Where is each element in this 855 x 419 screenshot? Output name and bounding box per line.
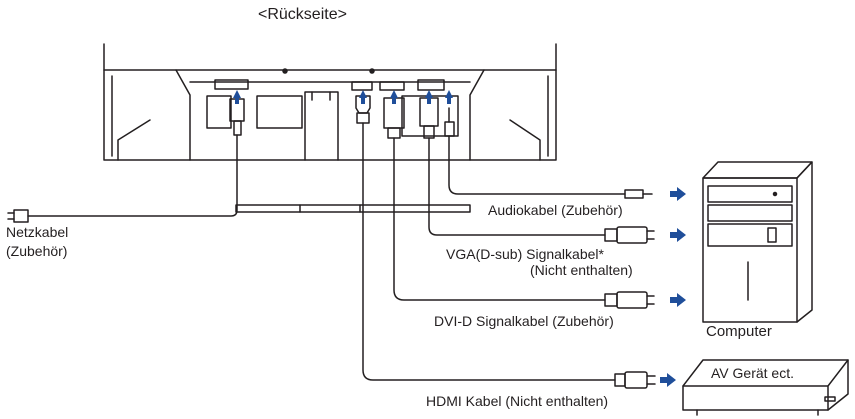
computer-label: Computer — [706, 323, 772, 340]
power-cable — [7, 98, 245, 223]
power-cable-note: (Zubehör) — [6, 243, 68, 259]
dvi-cable-label: DVI-D Signalkabel (Zubehör) — [434, 313, 614, 329]
monitor-back — [103, 43, 557, 213]
computer-tower — [702, 161, 813, 323]
vga-cable-note: (Nicht enthalten) — [530, 262, 633, 278]
av-device-label: AV Gerät ect. — [711, 365, 794, 381]
blue-arrows — [233, 90, 686, 387]
audio-cable — [444, 107, 653, 199]
dvi-cable — [383, 97, 655, 309]
vga-cable-label: VGA(D-sub) Signalkabel* — [446, 246, 604, 262]
hdmi-cable — [355, 95, 656, 389]
av-device — [682, 359, 849, 416]
power-cable-label: Netzkabel — [6, 224, 69, 240]
page-title: <Rückseite> — [258, 6, 347, 23]
hdmi-cable-label: HDMI Kabel (Nicht enthalten) — [426, 393, 609, 409]
vga-cable — [419, 97, 655, 244]
audio-cable-label: Audiokabel (Zubehör) — [488, 202, 623, 218]
